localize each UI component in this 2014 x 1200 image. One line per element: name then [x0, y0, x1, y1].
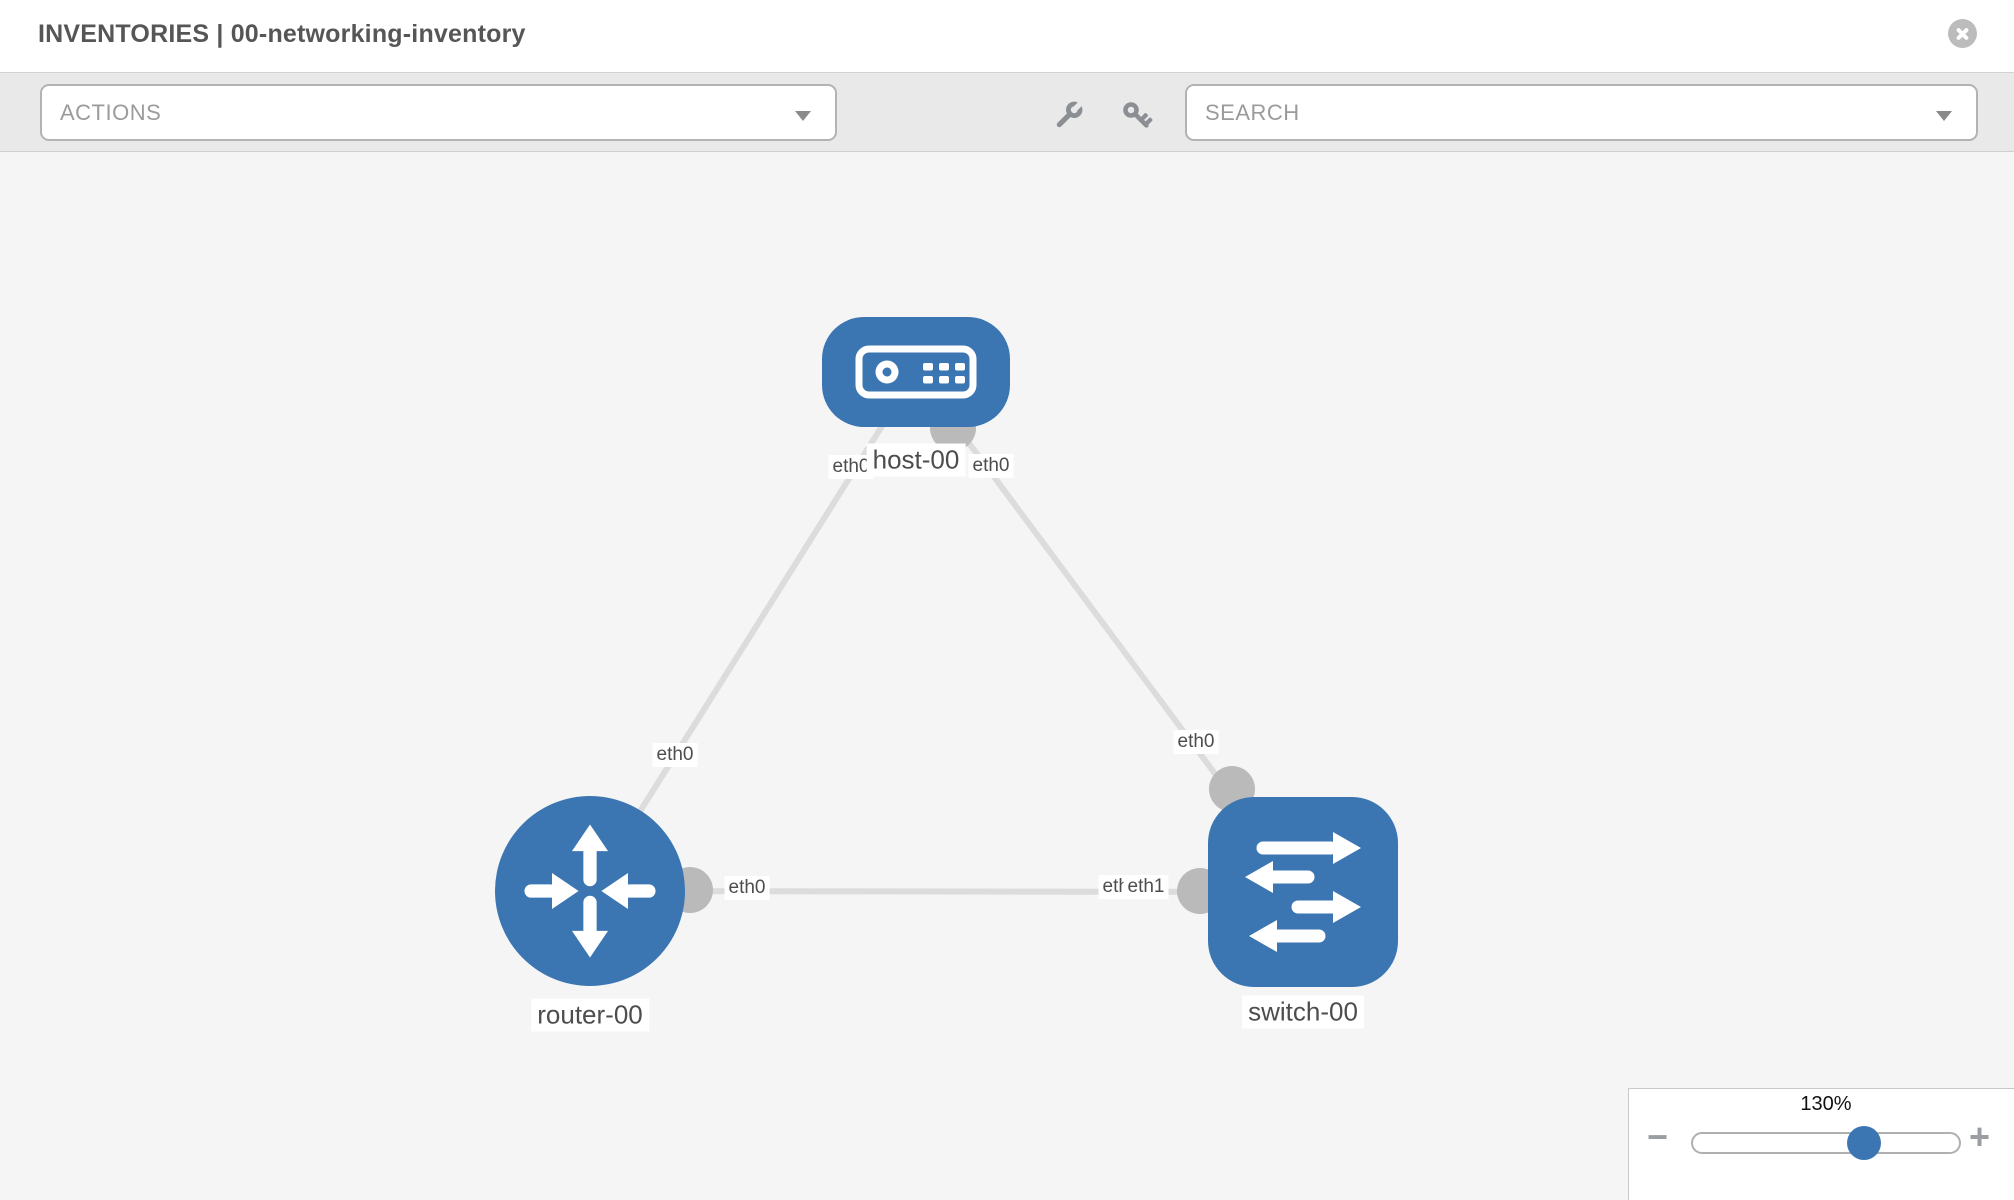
- zoom-out-button[interactable]: −: [1647, 1119, 1668, 1155]
- zoom-in-button[interactable]: +: [1969, 1119, 1990, 1155]
- chevron-down-icon: [795, 111, 811, 121]
- credentials-button[interactable]: [1120, 99, 1154, 133]
- key-icon: [1123, 102, 1153, 128]
- plus-icon: +: [1969, 1116, 1991, 1157]
- interface-label: eth0: [968, 454, 1014, 478]
- node-label-router: router-00: [531, 998, 649, 1032]
- node-label-host: host-00: [866, 443, 966, 477]
- interface-label: eth1: [1123, 875, 1169, 899]
- node-host-00[interactable]: [822, 317, 1010, 427]
- interface-label: eth0: [724, 876, 770, 900]
- host-icon: [855, 345, 977, 399]
- chevron-down-icon: [1936, 111, 1952, 121]
- zoom-slider-thumb[interactable]: [1847, 1126, 1881, 1160]
- search-dropdown[interactable]: SEARCH: [1185, 84, 1978, 141]
- zoom-slider[interactable]: [1691, 1126, 1961, 1160]
- links-layer: [587, 370, 1306, 914]
- wrench-icon: [1056, 101, 1083, 128]
- interface-label: eth0: [828, 455, 874, 479]
- search-dropdown-label: SEARCH: [1205, 99, 1300, 125]
- actions-dropdown[interactable]: ACTIONS: [40, 84, 837, 141]
- actions-dropdown-label: ACTIONS: [60, 99, 162, 125]
- configure-button[interactable]: [1051, 99, 1085, 133]
- interface-label: eth0: [1173, 730, 1219, 754]
- minus-icon: −: [1647, 1116, 1669, 1157]
- toolbar: ACTIONS SEARC: [0, 72, 2014, 152]
- switch-icon: [1245, 832, 1361, 952]
- close-button[interactable]: [1948, 19, 1977, 48]
- node-switch-00[interactable]: [1208, 797, 1398, 987]
- node-label-switch: switch-00: [1242, 995, 1364, 1029]
- header: INVENTORIES | 00-networking-inventory: [0, 0, 2014, 72]
- zoom-level-value: 130%: [1800, 1093, 1852, 1115]
- router-icon: [524, 824, 656, 958]
- page-title: INVENTORIES | 00-networking-inventory: [38, 20, 526, 48]
- topology-canvas[interactable]: eth0 host-00 eth0 eth0 eth0 eth0 eth0 et…: [0, 152, 2014, 1200]
- interface-label: eth0: [652, 743, 698, 767]
- zoom-panel: 130% − +: [1628, 1088, 2014, 1200]
- node-router-00[interactable]: [495, 796, 685, 986]
